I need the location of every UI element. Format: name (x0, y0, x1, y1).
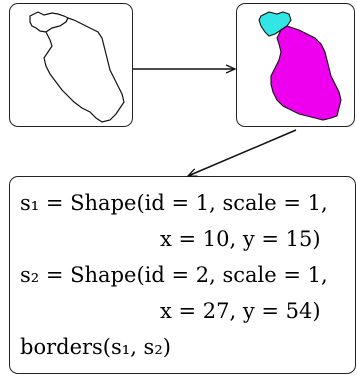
code-line-5: borders(s₁, s₂) (20, 335, 171, 359)
code-line-2: x = 10, y = 15) (160, 227, 321, 251)
colored-shapes-drawing (258, 11, 342, 121)
shape-2-outline (43, 17, 125, 123)
arrow-to-program (188, 129, 297, 176)
code-line-4: x = 27, y = 54) (160, 299, 321, 323)
shape-2-region (270, 25, 342, 121)
input-shapes-panel (9, 3, 133, 127)
colored-shapes-panel (236, 3, 355, 127)
code-line-3: s₂ = Shape(id = 2, scale = 1, (20, 263, 328, 287)
code-line-1: s₁ = Shape(id = 1, scale = 1, (20, 191, 328, 215)
outline-shapes-drawing (29, 11, 125, 123)
program-panel: s₁ = Shape(id = 1, scale = 1, x = 10, y … (9, 176, 356, 374)
